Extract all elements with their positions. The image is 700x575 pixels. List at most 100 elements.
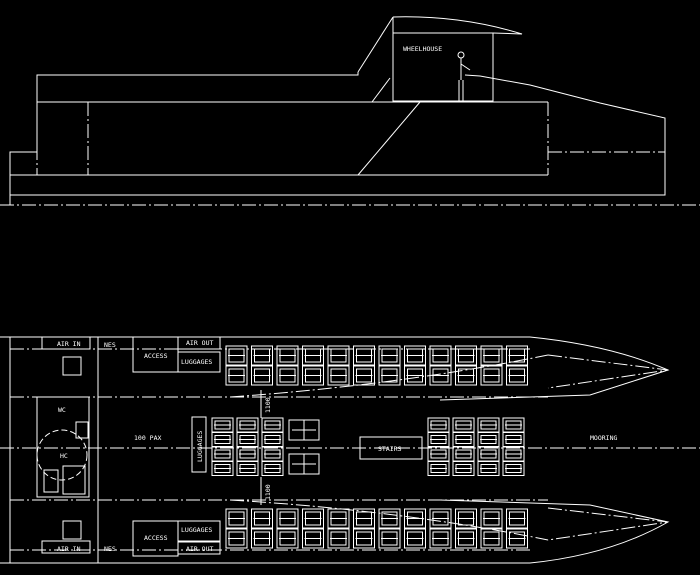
seat-bottom-inner [404,508,426,529]
seat-bottom-outer [327,528,350,549]
seat-top-outer [251,345,273,366]
bottom-hull-tip [547,507,669,541]
seat-bottom-outer [251,528,273,549]
seat-top-outer [480,345,503,366]
seat-top-inner [302,365,324,386]
seat-top-inner [378,365,401,386]
seat-center-aft [236,446,259,462]
wc-label: WC [58,406,66,414]
toilet-icon [43,469,59,493]
seat-center-aft [261,461,284,476]
access-bottom-label: ACCESS [144,534,168,542]
seat-top-inner [327,365,350,386]
seat-top-outer [353,345,375,366]
hc-fixture-icon [62,465,86,495]
seat-bottom-outer [276,528,299,549]
air-out-top-box [177,336,221,350]
dim-top-label: 1100 [264,397,272,413]
seat-bottom-outer [378,528,401,549]
wheelhouse-box [392,32,494,102]
person-figure-icon [457,51,471,102]
seat-top-outer [327,345,350,366]
seat-top-inner [429,365,452,386]
windscreen-line [357,101,421,176]
nes-top-label: NES [104,341,116,349]
mooring-label: MOORING [590,434,617,442]
seat-center-aft [261,432,284,447]
seat-center-fwd [477,417,500,433]
seat-center-aft [211,446,234,462]
seat-center-aft [236,432,259,447]
seat-center-aft [261,446,284,462]
wheelchair-turning-circle [36,429,88,481]
seat-bottom-inner [225,508,248,529]
seat-bottom-outer [353,528,375,549]
air-out-top-label: AIR OUT [186,339,213,347]
seat-center-fwd [502,432,525,447]
seat-bottom-inner [276,508,299,529]
top-hull-tip [547,354,669,389]
seat-bottom-inner [327,508,350,529]
seat-center-aft [236,417,259,433]
seat-center-aft [211,417,234,433]
seat-top-outer [302,345,324,366]
seat-center-fwd [477,432,500,447]
bottom-saloon-curve [229,499,549,541]
luggages-center-label: LUGGAGES [196,431,204,462]
air-in-bottom-box [41,540,91,554]
seat-center-fwd [502,461,525,476]
seat-top-inner [506,365,528,386]
seat-top-inner [276,365,299,386]
seat-center-fwd [502,417,525,433]
access-top-label: ACCESS [144,352,168,360]
dim-bottom-label: 1100 [264,484,272,500]
pax-label: 100 PAX [134,434,161,442]
hull-aft-outline [9,72,359,205]
seat-bottom-outer [506,528,528,549]
seat-center-fwd [427,432,450,447]
hull-bow-outline [10,74,666,196]
seat-center-fwd [427,446,450,462]
seat-bottom-inner [480,508,503,529]
seat-top-outer [455,345,477,366]
crew-seat-icon [288,453,320,475]
seat-bottom-inner [506,508,528,529]
side-elevation-view: WHEELHOUSE [0,16,700,206]
stairs-box [359,436,423,460]
seat-center-fwd [477,461,500,476]
seat-top-inner [353,365,375,386]
air-in-top-label: AIR IN [57,340,81,348]
seat-bottom-inner [353,508,375,529]
seat-center-aft [261,417,284,433]
wheelhouse-inner-slope [371,77,391,103]
seat-bottom-inner [378,508,401,529]
stairs-label: STAIRS [378,445,402,453]
cabin-dashed-frames [36,102,549,175]
seat-top-inner [225,365,248,386]
seat-center-fwd [427,461,450,476]
seat-bottom-outer [404,528,426,549]
seat-center-aft [211,432,234,447]
seat-bottom-outer [480,528,503,549]
seat-top-inner [480,365,503,386]
air-in-top-box [41,336,91,350]
luggages-bottom-label: LUGGAGES [181,526,212,534]
seat-center-fwd [452,417,475,433]
wheelhouse-aft-slope [357,16,394,73]
seat-bottom-inner [455,508,477,529]
air-out-bottom-label: AIR OUT [186,545,213,553]
wheelhouse-label: WHEELHOUSE [403,45,442,53]
seat-bottom-inner [251,508,273,529]
seat-top-inner [404,365,426,386]
seat-top-outer [378,345,401,366]
seat-center-fwd [452,461,475,476]
plan-view: AIR IN NES ACCESS AIR OUT LUGGAGES AIR I… [0,336,700,564]
seat-center-fwd [427,417,450,433]
seat-center-aft [236,461,259,476]
seat-top-inner [251,365,273,386]
passenger-seating [211,345,528,549]
luggages-top-box [177,351,221,373]
seat-bottom-outer [302,528,324,549]
seat-top-outer [506,345,528,366]
